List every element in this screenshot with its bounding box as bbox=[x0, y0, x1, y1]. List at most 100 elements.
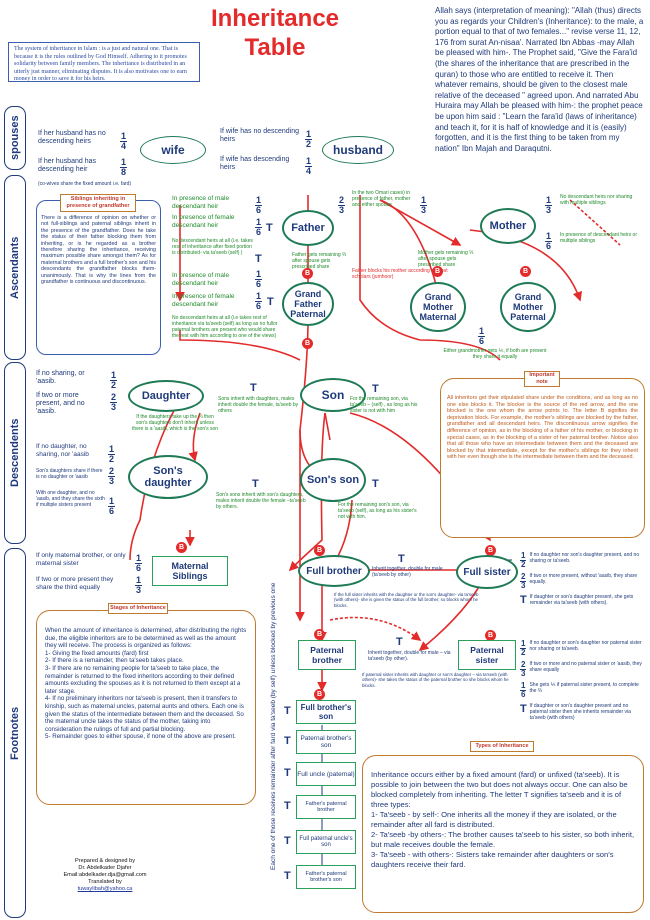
son-node: Son bbox=[300, 378, 366, 412]
chain-taseeb: T bbox=[284, 767, 291, 779]
chain-taseeb: T bbox=[284, 835, 291, 847]
credits-line: Prepared & designed by bbox=[74, 858, 136, 864]
important-note-box: All inheritors get their stipulated shar… bbox=[440, 378, 645, 538]
hadith-quote: Allah says (interpretation of meaning): … bbox=[435, 6, 644, 153]
block-marker: B bbox=[432, 266, 443, 277]
credits-author: Dr. Abdelkader Djafer bbox=[78, 865, 132, 871]
grandfather-condition-b: In presence of female descendant heir bbox=[172, 293, 235, 308]
credits: Prepared & designed by Dr. Abdelkader Dj… bbox=[40, 858, 170, 893]
stages-tag: Stages of Inheritance bbox=[108, 603, 168, 614]
block-marker: B bbox=[485, 545, 496, 556]
sons-daughter-note: Son's sons inherit with son's daughters,… bbox=[216, 492, 306, 510]
son-taseeb: T bbox=[372, 383, 379, 395]
paternal-sister-note: If paternal sister inherits with daughte… bbox=[362, 672, 509, 688]
father-condition-b: In presence of female descendant heir bbox=[172, 214, 235, 229]
chain-full-paternal-uncles-son: Full paternal uncle's son bbox=[296, 830, 356, 854]
grandfather-taseeb-b: T bbox=[267, 296, 274, 308]
chain-fathers-paternal-brothers-son: Father's paternal brother's son bbox=[296, 865, 356, 889]
maternal-condition-b: If two or more present they share the th… bbox=[36, 576, 114, 591]
types-tag: Types of Inheritance bbox=[470, 741, 534, 752]
block-marker: B bbox=[314, 689, 325, 700]
grandmother-maternal-node: Grand Mother Maternal bbox=[410, 282, 466, 332]
father-taseeb-c: T bbox=[255, 253, 262, 265]
chain-fathers-paternal-brother: Father's paternal brother bbox=[296, 795, 356, 819]
types-item: 2- Ta'seeb -by others-: The brother caus… bbox=[371, 830, 635, 849]
siblings-grandfather-text: There is a difference of opinion on whet… bbox=[41, 215, 156, 286]
types-item: 3- Ta'seeb - with others-: Sisters take … bbox=[371, 850, 614, 869]
omari-note: In the two Omari cases) in presence of f… bbox=[352, 190, 411, 208]
full-brother-note: Inherit together, double for male (ta'se… bbox=[372, 566, 443, 578]
credits-translator-email[interactable]: tuwaylibah@yahoo.ca bbox=[77, 886, 133, 892]
chain-full-uncle: Full uncle (paternal) bbox=[296, 762, 356, 786]
full-sister-note: If the full sister inherits with the dau… bbox=[334, 592, 479, 608]
maternal-condition-a: If only maternal brother, or only matern… bbox=[36, 552, 126, 567]
block-marker: B bbox=[302, 338, 313, 349]
daughter-node: Daughter bbox=[128, 380, 204, 412]
stages-item: 5- Remainder goes to either spouse, if n… bbox=[45, 733, 236, 741]
chain-paternal-brothers-son: Paternal brother's son bbox=[296, 730, 356, 754]
block-marker: B bbox=[302, 268, 313, 279]
section-label-descendants: Descendents bbox=[4, 362, 26, 544]
important-note-tag: Important note bbox=[524, 371, 560, 387]
wife-node: wife bbox=[140, 136, 206, 164]
credits-email: Email:abdelkader.dja@gmail.com bbox=[63, 872, 147, 878]
block-marker: B bbox=[176, 542, 187, 553]
chain-taseeb: T bbox=[284, 870, 291, 882]
block-marker: B bbox=[520, 266, 531, 277]
important-note-text: All inheritors get their stipulated shar… bbox=[447, 395, 638, 461]
stages-intro: When the amount of inheritance is determ… bbox=[45, 627, 247, 650]
daughter-condition-a: If no sharing, or 'aasib. bbox=[36, 370, 85, 385]
grandmother-note: Either grandmother gets ⅙, if both are p… bbox=[443, 348, 547, 360]
paternal-brother-node: Paternal brother bbox=[298, 640, 356, 670]
sons-son-note: For the remaining son's son, via ta'seeb… bbox=[338, 502, 417, 520]
father-omari-note: Father gets remaining ⅔ after spouse get… bbox=[292, 252, 347, 270]
daughter-taseeb: T bbox=[250, 382, 257, 394]
block-marker: B bbox=[314, 545, 325, 556]
father-condition-c: No descendant heirs at all (i.e. takes r… bbox=[172, 238, 253, 256]
wife-condition-b: If her husband has descending heir bbox=[38, 158, 96, 173]
maternal-siblings-node: Maternal Siblings bbox=[152, 556, 228, 586]
chain-full-brothers-son: Full brother's son bbox=[296, 700, 356, 724]
stages-item: 2- If there is a remainder, then ta'seeb… bbox=[45, 657, 184, 665]
husband-condition-a: If wife has no descending heirs bbox=[220, 128, 299, 143]
chain-taseeb: T bbox=[284, 735, 291, 747]
sons-daughter-condition-a: If no daughter, no sharing, nor 'aasib bbox=[36, 443, 89, 458]
block-marker: B bbox=[485, 630, 496, 641]
stages-item: 1- Giving the fixed amounts (fard) first bbox=[45, 649, 149, 657]
grandfather-condition-c: No descendant heirs at all (i.e takes re… bbox=[172, 315, 278, 339]
wife-condition-a: If her husband has no descending heirs bbox=[38, 130, 106, 145]
paternal-brother-taseeb: T bbox=[396, 636, 403, 648]
son-note: For the remaining son, via ta'seeb – (se… bbox=[350, 396, 418, 414]
sons-son-node: Son's son bbox=[300, 458, 366, 502]
sons-daughter-taseeb: T bbox=[252, 478, 259, 490]
father-blocks-note: Father blocks his mother according to mo… bbox=[352, 268, 448, 280]
stages-box: When the amount of inheritance is determ… bbox=[36, 610, 256, 805]
husband-node: husband bbox=[322, 136, 394, 164]
mother-condition-b: In presence of descendant heirs or multi… bbox=[560, 232, 637, 244]
sons-son-taseeb: T bbox=[372, 478, 379, 490]
grandmother-paternal-node: Grand Mother Paternal bbox=[500, 282, 556, 332]
grandfather-node: Grand Father Paternal bbox=[282, 282, 334, 326]
